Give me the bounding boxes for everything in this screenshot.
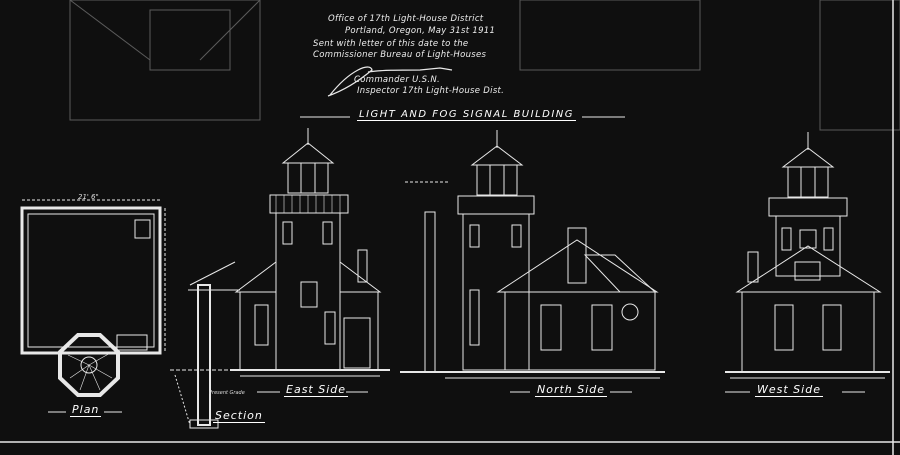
west-side-label: West Side	[755, 383, 823, 397]
north-side-elevation	[400, 130, 665, 379]
plan-width-dimension: 21' 6"	[78, 193, 99, 201]
plan-label: Plan	[70, 403, 102, 417]
header-line-3: Sent with letter of this date to the	[313, 39, 469, 49]
signature-title-1: Commander U.S.N.	[354, 75, 440, 85]
header-line-2: Portland, Oregon, May 31st 1911	[345, 26, 496, 36]
header-line-4: Commissioner Bureau of Light-Houses	[313, 50, 487, 60]
section-label: Section	[213, 409, 265, 423]
drawing-title: LIGHT AND FOG SIGNAL BUILDING	[357, 109, 577, 121]
header-line-1: Office of 17th Light-House District	[328, 14, 484, 24]
faint-upper-drawings	[69, 0, 900, 131]
north-side-label: North Side	[535, 383, 608, 397]
section-view	[170, 261, 240, 429]
signature-title-2: Inspector 17th Light-House Dist.	[357, 86, 505, 96]
plan-view	[20, 199, 166, 397]
label-rules	[48, 391, 865, 413]
present-grade-note: Present Grade	[209, 390, 245, 396]
east-side-elevation	[230, 128, 390, 377]
west-side-elevation	[725, 132, 890, 379]
east-side-label: East Side	[284, 383, 349, 397]
signature	[327, 66, 453, 97]
